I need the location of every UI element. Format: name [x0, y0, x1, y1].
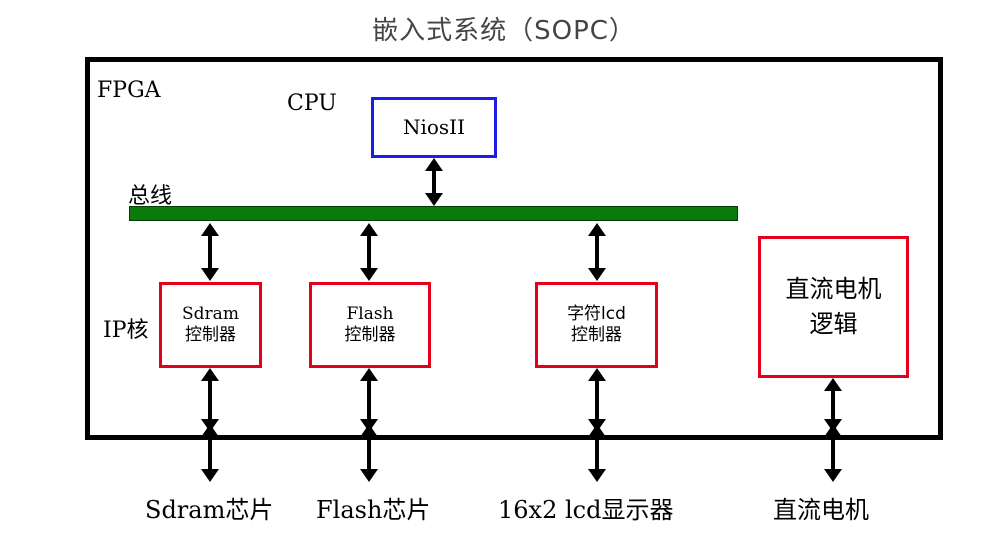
motor-logic-line2: 逻辑 [809, 310, 858, 338]
ip-block-line2: 控制器 [344, 325, 396, 345]
motor-logic-block: 直流电机 逻辑 [758, 236, 909, 378]
ip-block-flash-controller: Flash 控制器 [309, 282, 431, 368]
diagram-title: 嵌入式系统（SOPC） [372, 16, 636, 46]
cpu-box-text: NiosII [402, 115, 465, 139]
ip-block-sdram-controller: Sdram 控制器 [159, 282, 262, 368]
device-label-dc-motor: 直流电机 [773, 496, 869, 524]
device-label-sdram-chip: Sdram芯片 [145, 496, 274, 524]
system-bus [129, 206, 738, 221]
bus-label: 总线 [128, 184, 173, 209]
motor-logic-line1: 直流电机 [785, 275, 882, 304]
cpu-label: CPU [287, 91, 337, 116]
ip-core-label: IP核 [103, 318, 149, 343]
cpu-niosii-box: NiosII [371, 97, 497, 158]
ip-block-line2: 控制器 [185, 325, 236, 345]
ip-block-line1: 字符lcd [567, 303, 626, 324]
device-label-lcd-display: 16x2 lcd显示器 [498, 496, 674, 524]
fpga-label: FPGA [97, 78, 161, 103]
ip-block-line1: Sdram [182, 303, 239, 324]
ip-block-line1: Flash [346, 303, 394, 324]
device-label-flash-chip: Flash芯片 [316, 496, 431, 524]
fpga-frame [85, 57, 943, 440]
ip-block-line2: 控制器 [571, 325, 622, 345]
ip-block-lcd-controller: 字符lcd 控制器 [535, 282, 658, 368]
